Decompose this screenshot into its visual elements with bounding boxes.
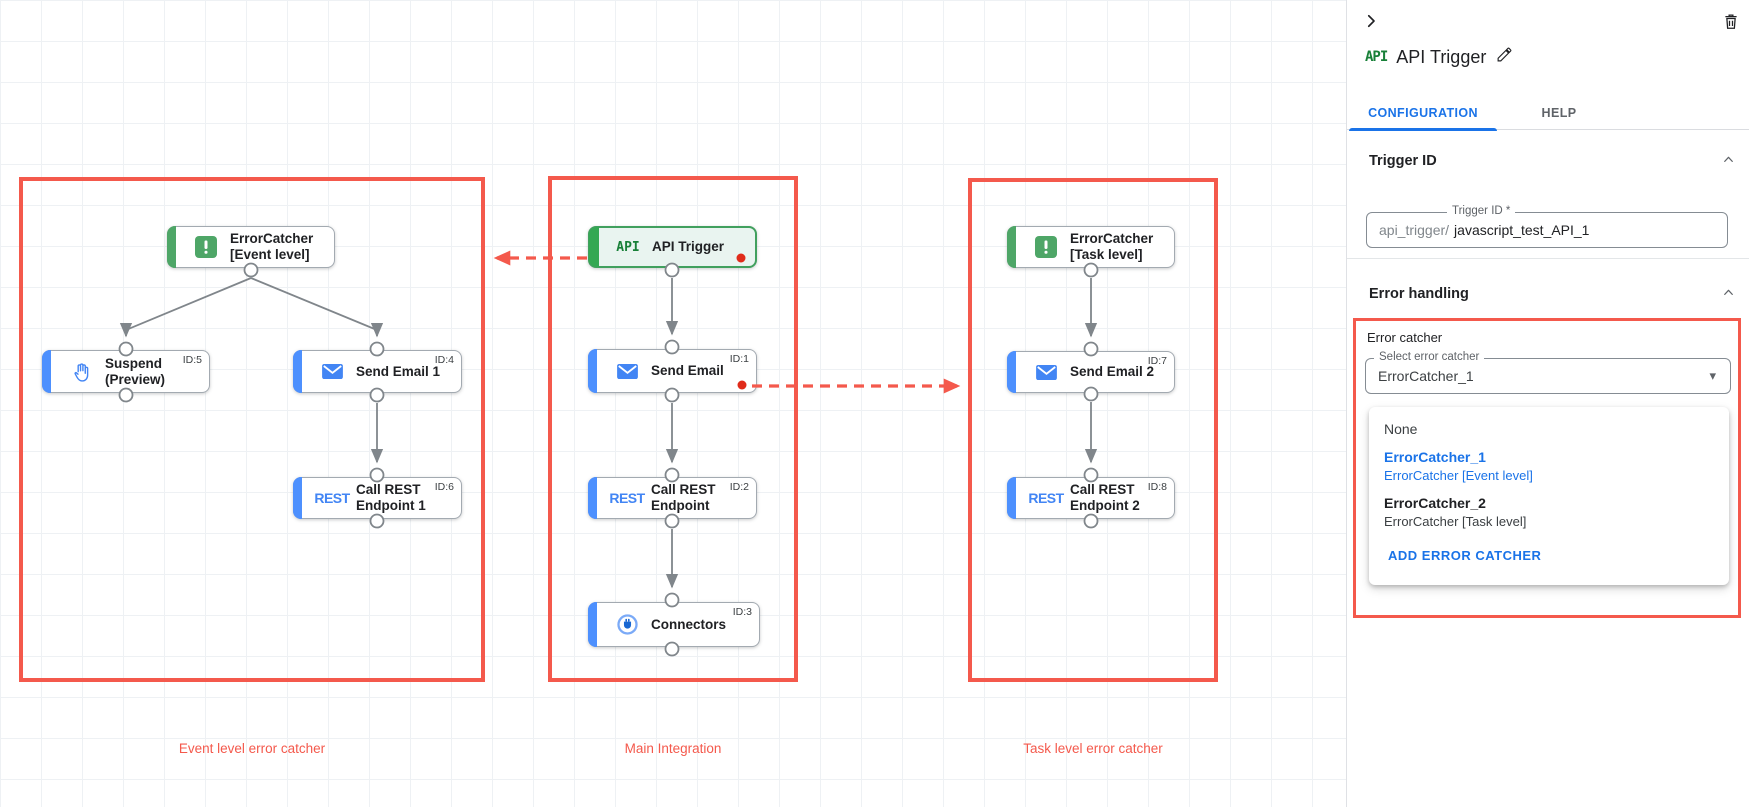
rest-icon: REST [314, 490, 350, 506]
node-label: Call REST Endpoint 2 [1070, 482, 1140, 513]
error-catcher-icon [188, 236, 224, 258]
tab-configuration[interactable]: CONFIGURATION [1347, 96, 1499, 131]
group-box-main-integration [548, 176, 798, 682]
trash-icon[interactable] [1722, 12, 1740, 36]
node-color-bar [1007, 477, 1016, 519]
error-catcher-dropdown-menu: None ErrorCatcher_1 ErrorCatcher [Event … [1369, 407, 1729, 585]
collapse-panel-icon[interactable] [1362, 12, 1380, 35]
email-icon [314, 363, 350, 380]
node-id-badge: ID:6 [434, 481, 454, 493]
node-color-bar [293, 350, 302, 393]
node-errorcatcher-task-level[interactable]: ErrorCatcher [Task level] [1007, 226, 1175, 268]
node-send-email-2[interactable]: Send Email 2 ID:7 [1007, 351, 1175, 393]
node-id-badge: ID:1 [729, 353, 749, 365]
select-value: ErrorCatcher_1 [1378, 368, 1474, 384]
section-divider [1347, 258, 1749, 259]
error-catcher-select[interactable]: Select error catcher ErrorCatcher_1 ▾ [1365, 351, 1731, 394]
collapse-section-icon[interactable] [1721, 152, 1736, 172]
node-color-bar [588, 477, 597, 519]
node-label: Call REST Endpoint 1 [356, 482, 426, 513]
trigger-id-prefix: api_trigger/ [1379, 222, 1450, 238]
node-color-bar [167, 226, 176, 268]
node-suspend[interactable]: Suspend (Preview) ID:5 [42, 350, 210, 393]
rest-icon: REST [1028, 490, 1064, 506]
node-call-rest-endpoint-2[interactable]: REST Call REST Endpoint 2 ID:8 [1007, 477, 1175, 519]
error-catcher-highlight-box [1353, 318, 1741, 618]
node-connectors[interactable]: Connectors ID:3 [588, 602, 760, 647]
node-label: Send Email 1 [356, 363, 441, 379]
integration-canvas[interactable]: Event level error catcher Main Integrati… [0, 0, 1346, 807]
config-panel: API API Trigger CONFIGURATION HELP Trigg… [1346, 0, 1749, 807]
node-color-bar [588, 602, 597, 647]
error-catcher-icon [1028, 236, 1064, 258]
node-id-badge: ID:8 [1147, 481, 1167, 493]
node-color-bar [1007, 351, 1016, 393]
hand-suspend-icon [63, 361, 99, 382]
node-id-badge: ID:4 [434, 354, 454, 366]
group-label-event-level: Event level error catcher [178, 741, 326, 756]
node-color-bar [589, 227, 599, 267]
node-id-badge: ID:7 [1147, 355, 1167, 367]
group-box-event-level [19, 177, 485, 682]
node-color-bar [1007, 226, 1016, 268]
connectors-icon [609, 613, 645, 636]
node-id-badge: ID:2 [729, 481, 749, 493]
node-label: ErrorCatcher [Task level] [1070, 231, 1154, 262]
node-errorcatcher-event-level[interactable]: ErrorCatcher [Event level] [167, 226, 335, 268]
node-label: Send Email [651, 363, 724, 379]
email-icon [1028, 364, 1064, 381]
node-send-email-1[interactable]: Send Email 1 ID:4 [293, 350, 462, 393]
node-label: Connectors [651, 616, 727, 632]
collapse-section-icon[interactable] [1721, 285, 1736, 305]
edit-pencil-icon[interactable] [1496, 46, 1513, 68]
panel-tabs: CONFIGURATION HELP [1347, 96, 1749, 131]
select-error-catcher-label: Select error catcher [1374, 351, 1485, 363]
node-color-bar [42, 350, 51, 393]
group-label-main-integration: Main Integration [624, 741, 722, 756]
node-label: Send Email 2 [1070, 364, 1155, 380]
email-icon [609, 363, 645, 380]
panel-title: API Trigger [1396, 46, 1487, 67]
node-label: API Trigger [652, 239, 725, 255]
error-catcher-label: Error catcher [1367, 330, 1443, 345]
node-label: ErrorCatcher [Event level] [230, 231, 314, 262]
add-error-catcher-button[interactable]: ADD ERROR CATCHER [1388, 548, 1542, 563]
section-header-trigger-id[interactable]: Trigger ID [1369, 153, 1437, 169]
node-label: Suspend (Preview) [105, 355, 166, 387]
group-label-task-level: Task level error catcher [1023, 741, 1163, 756]
tab-help[interactable]: HELP [1541, 106, 1577, 120]
node-id-badge: ID:5 [182, 354, 202, 366]
menu-item-errorcatcher-2[interactable]: ErrorCatcher_2 ErrorCatcher [Task level] [1384, 495, 1527, 529]
node-color-bar [588, 349, 597, 393]
section-header-error-handling[interactable]: Error handling [1369, 286, 1469, 302]
dropdown-arrow-icon: ▾ [1709, 368, 1716, 383]
node-send-email[interactable]: Send Email ID:1 [588, 349, 757, 393]
node-call-rest-endpoint[interactable]: REST Call REST Endpoint ID:2 [588, 477, 757, 519]
rest-icon: REST [609, 490, 645, 506]
menu-item-errorcatcher-1[interactable]: ErrorCatcher_1 ErrorCatcher [Event level… [1384, 449, 1533, 483]
trigger-id-value: javascript_test_API_1 [1454, 222, 1590, 238]
trigger-id-field-label: Trigger ID * [1447, 205, 1516, 217]
group-box-task-level [968, 178, 1218, 682]
api-trigger-icon: API [616, 239, 640, 255]
menu-item-none[interactable]: None [1384, 421, 1418, 437]
node-api-trigger[interactable]: API API Trigger [588, 226, 757, 268]
node-label: Call REST Endpoint [651, 482, 716, 513]
api-trigger-badge-icon: API [1365, 49, 1388, 65]
node-call-rest-endpoint-1[interactable]: REST Call REST Endpoint 1 ID:6 [293, 477, 462, 519]
node-color-bar [293, 477, 302, 519]
node-id-badge: ID:3 [732, 606, 752, 618]
trigger-id-input[interactable]: Trigger ID * api_trigger/ javascript_tes… [1366, 205, 1728, 248]
